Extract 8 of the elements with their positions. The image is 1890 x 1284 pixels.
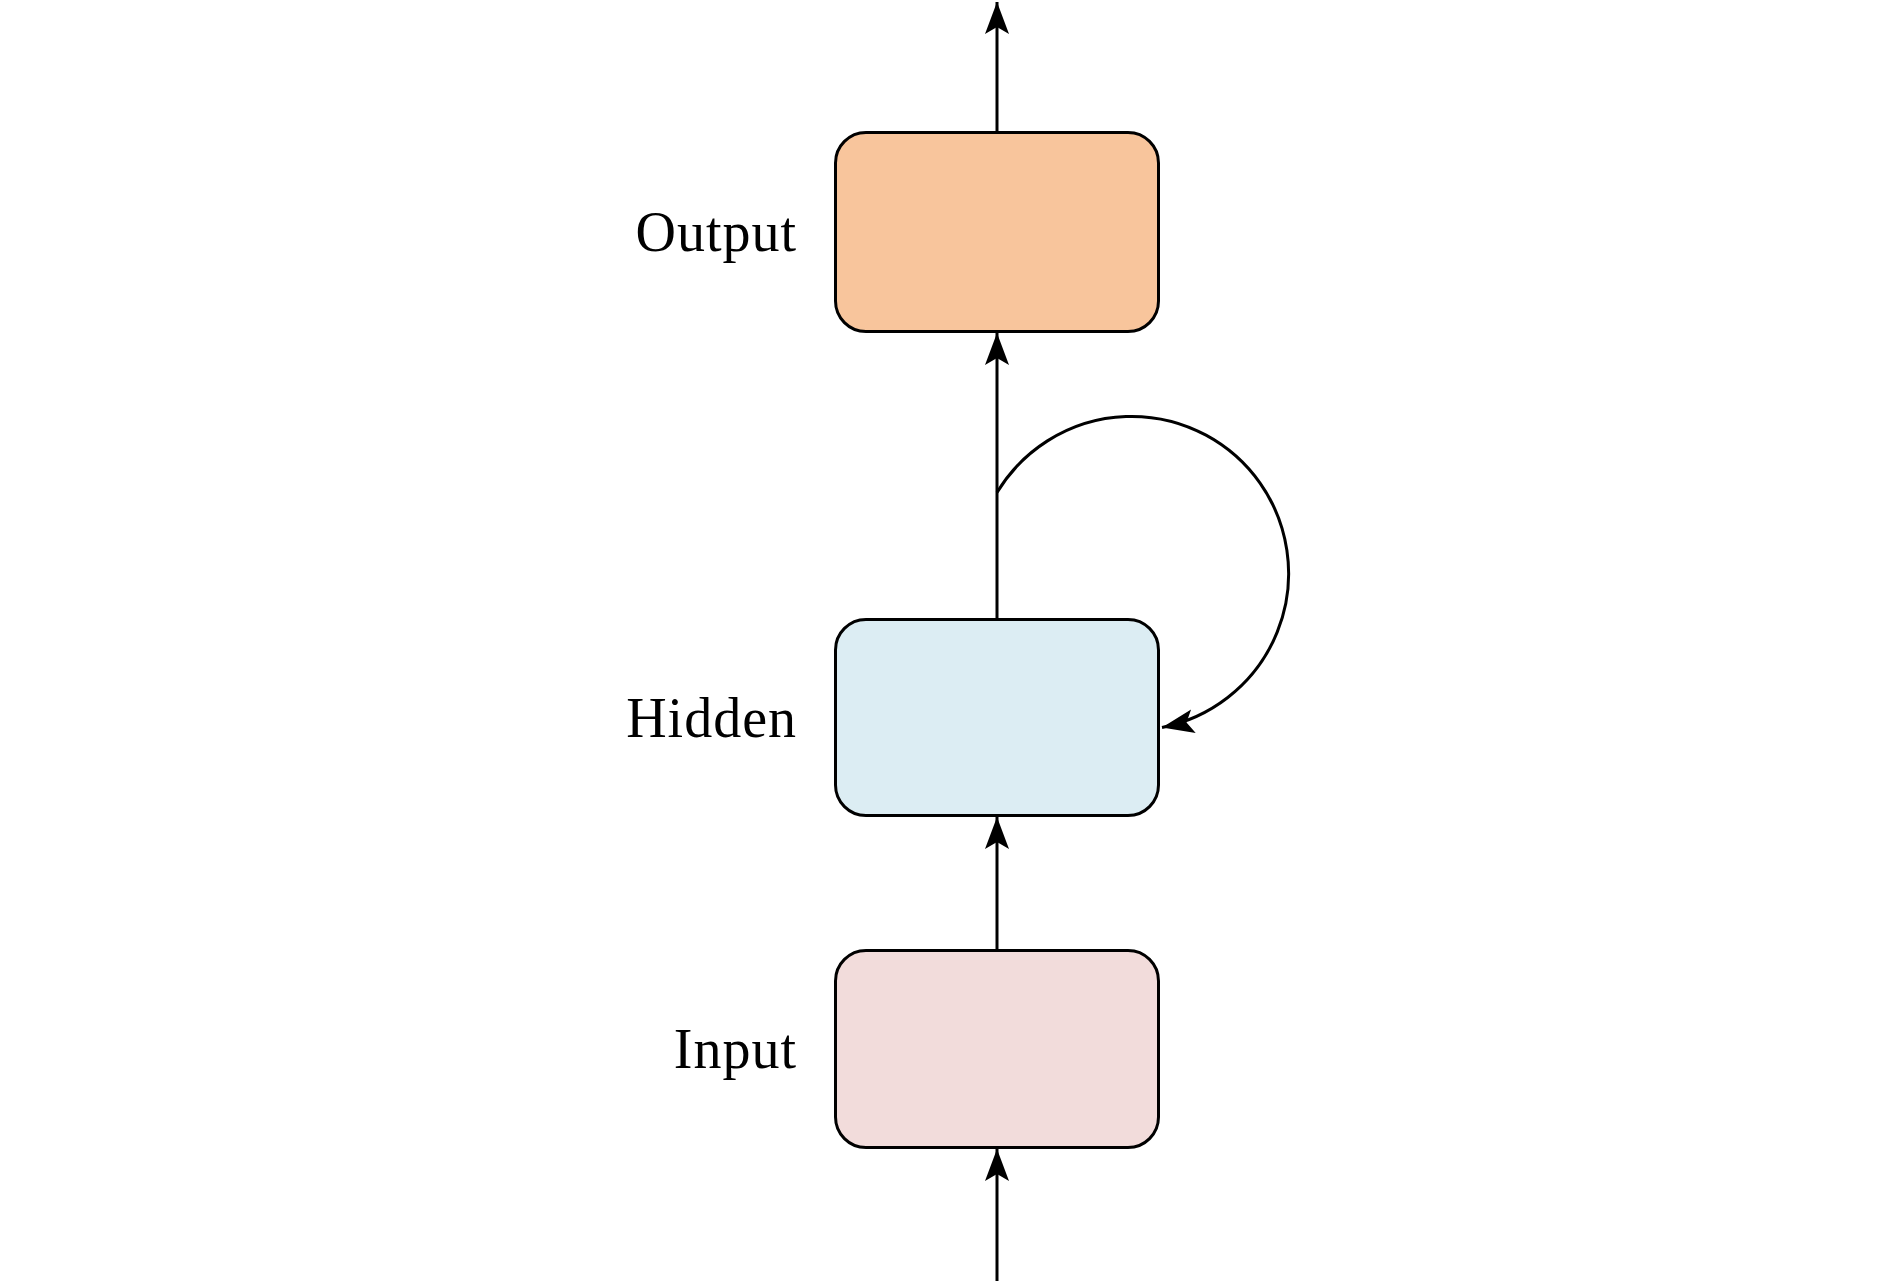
- arrow: [995, 415, 1290, 731]
- layer-label: Hidden: [626, 685, 797, 750]
- layer-label: Output: [635, 200, 797, 264]
- arrow: [985, 817, 1009, 949]
- layer-label: Input: [673, 1017, 797, 1081]
- arrow: [985, 1149, 1009, 1281]
- arrow: [985, 333, 1009, 618]
- arrow: [985, 2, 1009, 131]
